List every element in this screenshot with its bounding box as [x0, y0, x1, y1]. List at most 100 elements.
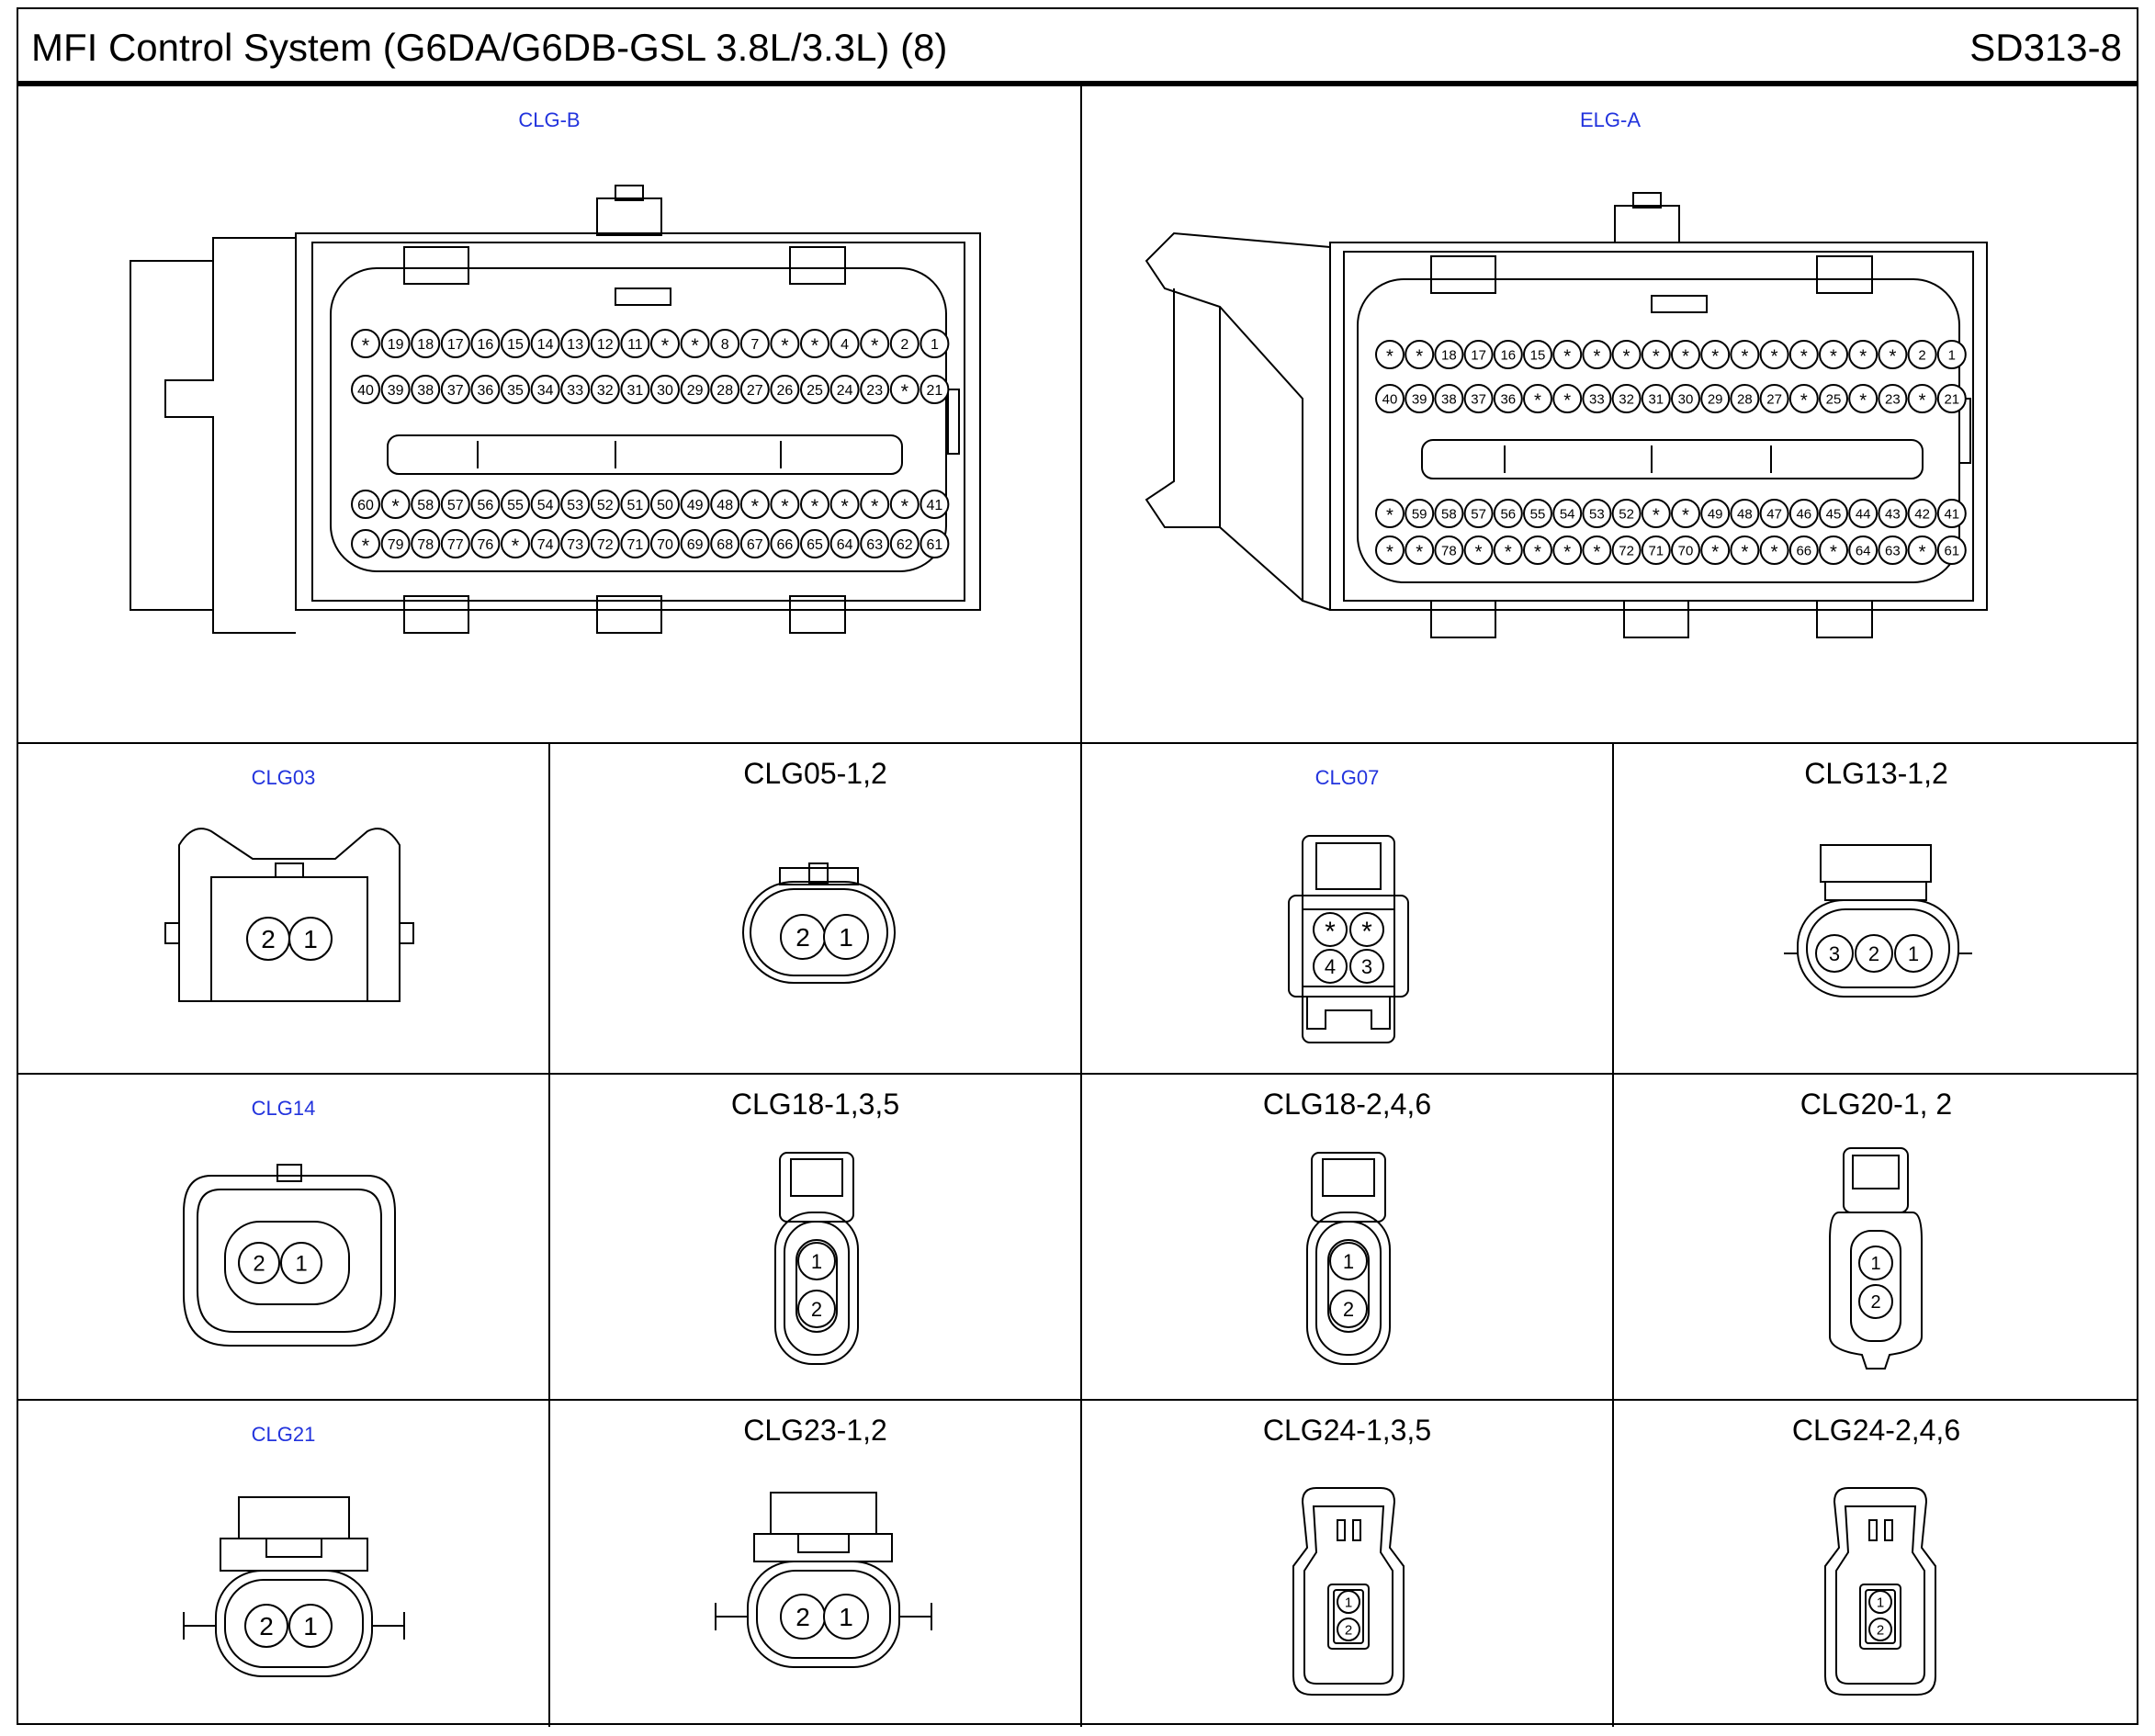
connector-inner-shell	[311, 242, 965, 602]
pin-circle	[680, 329, 710, 358]
pin-circle	[620, 490, 650, 519]
pin-circle	[860, 329, 890, 358]
pin-circle	[1493, 499, 1523, 528]
pin-circle	[244, 1604, 288, 1648]
pin-label: 19	[388, 337, 404, 353]
pin-label: *	[1325, 917, 1336, 947]
pin-circle	[1405, 535, 1435, 565]
pin-circle	[1329, 1290, 1368, 1328]
pin-circle	[770, 490, 800, 519]
connector-top-latch	[596, 197, 662, 236]
pin-label: 1	[931, 337, 939, 353]
pin-circle	[1405, 384, 1435, 413]
pin-label: *	[1830, 346, 1837, 366]
pin-circle	[1349, 949, 1384, 984]
pin-circle	[1641, 535, 1671, 565]
pin-label: *	[391, 494, 400, 517]
pin-label: 60	[357, 498, 374, 513]
pin-circle	[1313, 949, 1348, 984]
pin-label: 42	[1914, 506, 1930, 522]
pin-label: 1	[303, 1612, 318, 1640]
pin-label: *	[1859, 390, 1867, 411]
pin-label: 14	[537, 337, 554, 353]
pin-label: 39	[388, 383, 404, 399]
pin-circle	[1848, 384, 1879, 413]
pin-circle	[560, 490, 591, 519]
pin-label: 17	[447, 337, 464, 353]
pin-circle	[590, 529, 620, 558]
pin-label: 57	[1471, 506, 1486, 522]
pin-label: *	[1771, 346, 1778, 366]
pin-circle	[1855, 934, 1893, 973]
pin-circle	[380, 529, 411, 558]
pin-circle	[530, 329, 560, 358]
pin-circle	[1552, 384, 1583, 413]
pin-label: 41	[927, 498, 943, 513]
pin-label: 2	[253, 1252, 265, 1277]
pin-label: *	[1830, 542, 1837, 562]
pin-circle	[1493, 340, 1523, 369]
pin-circle	[1936, 384, 1967, 413]
pin-circle	[920, 329, 950, 358]
pin-label: 2	[811, 1298, 822, 1321]
pin-circle	[710, 490, 740, 519]
pin-label: 27	[1766, 391, 1782, 407]
pin-label: 77	[447, 537, 464, 553]
pin-circle	[560, 529, 591, 558]
pin-circle	[1730, 384, 1760, 413]
pin-label: 54	[537, 498, 554, 513]
pin-circle	[920, 375, 950, 404]
pin-label: 49	[687, 498, 704, 513]
pin-circle	[829, 329, 860, 358]
pin-circle	[1671, 535, 1700, 565]
pin-label: 13	[567, 337, 583, 353]
pin-circle	[860, 490, 890, 519]
pin-label: *	[1800, 390, 1808, 411]
pin-label: 29	[687, 383, 704, 399]
pin-label: 43	[1885, 506, 1901, 522]
pin-circle	[380, 490, 411, 519]
pin-label: *	[1386, 542, 1393, 562]
pin-circle	[411, 329, 441, 358]
pin-label: 55	[507, 498, 524, 513]
pin-circle	[1552, 499, 1583, 528]
pin-circle	[470, 375, 501, 404]
pin-label: 79	[388, 537, 404, 553]
pin-label: 63	[866, 537, 883, 553]
pin-circle	[739, 529, 770, 558]
pin-circle	[1936, 340, 1967, 369]
page-code: SD313-8	[1969, 26, 2122, 69]
pin-label: 33	[1589, 391, 1605, 407]
pin-label: 76	[478, 537, 494, 553]
pin-label: 78	[417, 537, 434, 553]
pin-label: 35	[507, 383, 524, 399]
pin-label: *	[512, 534, 520, 557]
pin-circle	[440, 375, 470, 404]
pin-label: 58	[1441, 506, 1457, 522]
pin-circle	[1819, 384, 1848, 413]
pin-circle	[1582, 340, 1612, 369]
pin-label: *	[751, 494, 760, 517]
pin-label: 1	[1877, 1595, 1884, 1610]
pin-label: *	[1682, 346, 1689, 366]
pin-label: *	[1919, 542, 1926, 562]
pin-label: 70	[1678, 543, 1694, 558]
pin-label: 48	[1737, 506, 1753, 522]
pin-label: 47	[1766, 506, 1782, 522]
pin-label: 38	[1441, 391, 1457, 407]
pin-label: 45	[1826, 506, 1842, 522]
pin-circle	[710, 375, 740, 404]
pin-circle	[889, 490, 920, 519]
pin-circle	[1907, 384, 1937, 413]
pin-label: 2	[1877, 1622, 1884, 1638]
pin-circle	[680, 375, 710, 404]
pin-label: 18	[1441, 347, 1457, 363]
pin-label: 41	[1944, 506, 1959, 522]
pin-label: 2	[259, 1612, 274, 1640]
